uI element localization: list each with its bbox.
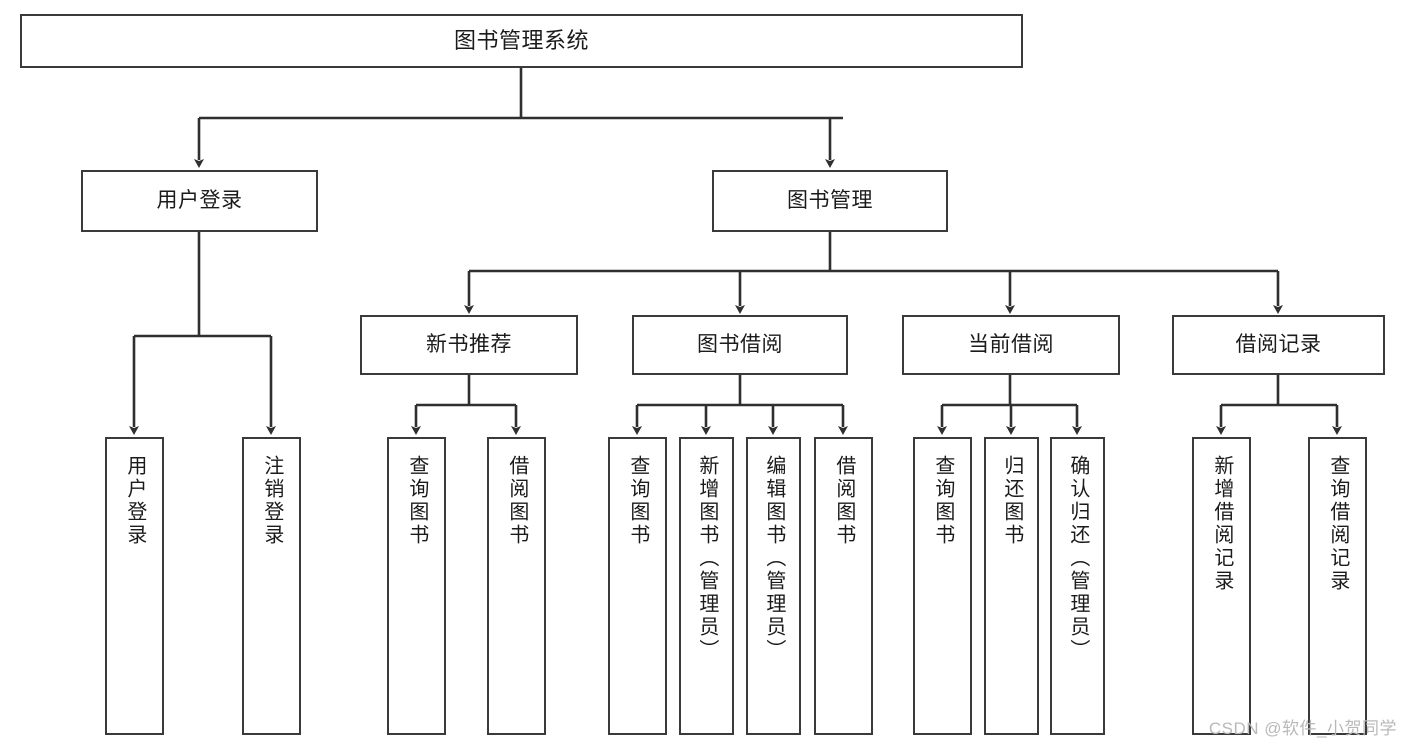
node-book-borrow[interactable]: 图书借阅 [632,315,848,375]
leaf-edit-book-admin-label: 编辑图书（管理员） [762,455,785,662]
leaf-user-login[interactable]: 用户登录 [105,437,164,735]
node-user-login[interactable]: 用户登录 [81,170,318,232]
leaf-edit-book-admin[interactable]: 编辑图书（管理员） [746,437,801,735]
node-user-login-label: 用户登录 [156,188,243,212]
leaf-add-borrow-record[interactable]: 新增借阅记录 [1192,437,1251,735]
node-book-management-label: 图书管理 [787,188,873,212]
node-new-book-recommend[interactable]: 新书推荐 [360,315,578,375]
node-book-management[interactable]: 图书管理 [712,170,948,232]
leaf-borrow-book-bb[interactable]: 借阅图书 [814,437,873,735]
leaf-query-book-bb-label: 查询图书 [626,455,649,547]
leaf-confirm-return-admin[interactable]: 确认归还（管理员） [1050,437,1105,735]
node-borrow-record[interactable]: 借阅记录 [1172,315,1385,375]
node-current-borrow-label: 当前借阅 [968,332,1054,356]
leaf-borrow-book-bb-label: 借阅图书 [832,455,855,547]
leaf-query-book-cb[interactable]: 查询图书 [913,437,972,735]
leaf-return-book[interactable]: 归还图书 [984,437,1039,735]
leaf-logout[interactable]: 注销登录 [242,437,301,735]
csdn-watermark: CSDN @软件_小贺同学 [1208,719,1397,738]
node-root[interactable]: 图书管理系统 [20,14,1023,68]
leaf-user-login-label: 用户登录 [123,455,146,547]
node-new-book-recommend-label: 新书推荐 [426,332,512,356]
leaf-return-book-label: 归还图书 [1000,455,1023,547]
leaf-logout-label: 注销登录 [260,455,283,547]
leaf-add-book-admin-label: 新增图书（管理员） [695,455,718,662]
leaf-borrow-book-nb-label: 借阅图书 [505,455,528,547]
node-root-label: 图书管理系统 [453,28,589,54]
node-current-borrow[interactable]: 当前借阅 [902,315,1120,375]
leaf-add-borrow-record-label: 新增借阅记录 [1210,455,1233,593]
leaf-borrow-book-nb[interactable]: 借阅图书 [487,437,546,735]
leaf-query-book-nb[interactable]: 查询图书 [387,437,446,735]
leaf-confirm-return-admin-label: 确认归还（管理员） [1066,455,1089,662]
leaf-query-book-bb[interactable]: 查询图书 [608,437,667,735]
leaf-add-book-admin[interactable]: 新增图书（管理员） [679,437,734,735]
leaf-query-borrow-record-label: 查询借阅记录 [1326,455,1349,593]
node-book-borrow-label: 图书借阅 [697,332,783,356]
leaf-query-book-nb-label: 查询图书 [405,455,428,547]
leaf-query-borrow-record[interactable]: 查询借阅记录 [1308,437,1367,735]
leaf-query-book-cb-label: 查询图书 [931,455,954,547]
node-borrow-record-label: 借阅记录 [1235,332,1322,356]
